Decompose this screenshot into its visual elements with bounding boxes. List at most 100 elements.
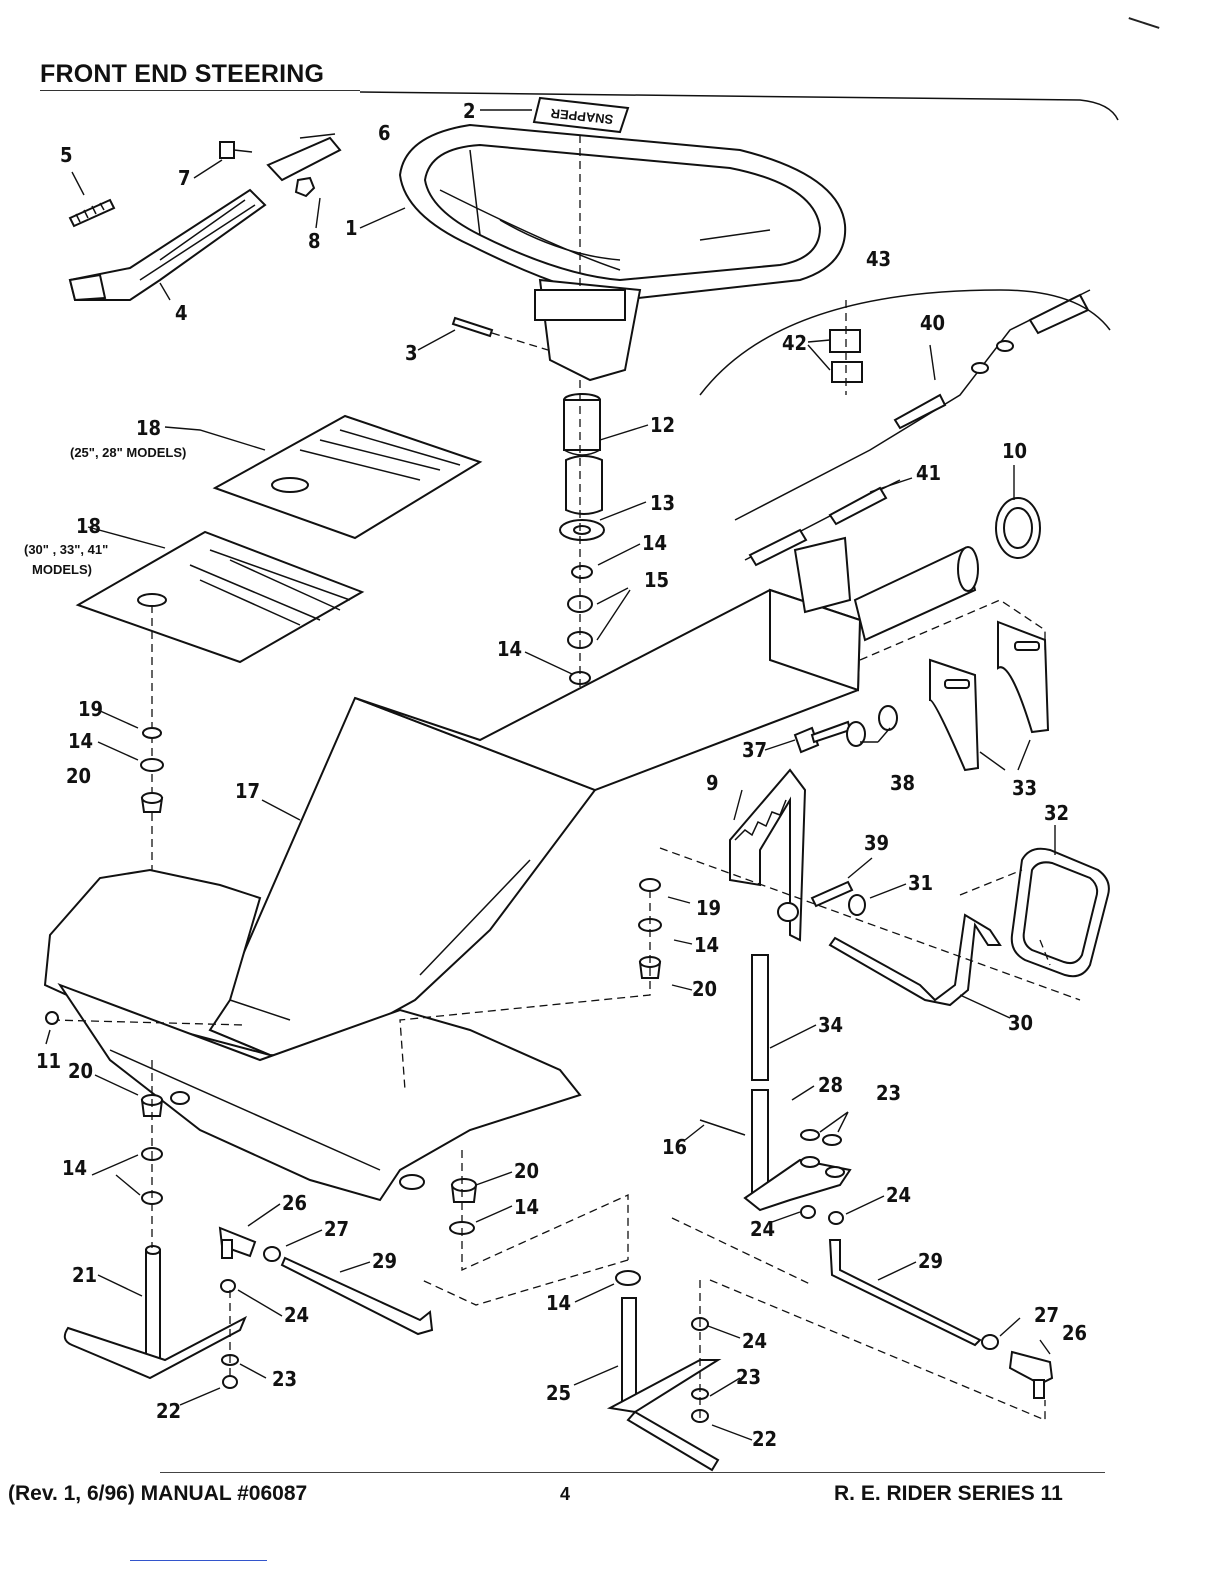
callout-11: 11 <box>36 1049 61 1073</box>
floor-mat-large <box>78 532 362 662</box>
callout-14g: 14 <box>546 1291 571 1315</box>
adjusting-plates <box>930 622 1048 770</box>
roll-pin <box>453 318 548 350</box>
callout-4: 4 <box>175 301 188 325</box>
snapper-decal: SNAPPER <box>534 98 628 132</box>
callout-24b: 24 <box>742 1329 767 1353</box>
right-nut-washers <box>692 1280 708 1422</box>
callout-38: 38 <box>890 771 915 795</box>
callout-27a: 27 <box>324 1217 349 1241</box>
nut-24-right <box>801 1206 815 1218</box>
steering-wheel <box>400 125 845 380</box>
callout-14b: 14 <box>497 637 522 661</box>
callout-26a: 26 <box>282 1191 307 1215</box>
callout-40: 40 <box>920 311 945 335</box>
cap-screw-39 <box>812 882 852 906</box>
callout-8: 8 <box>308 229 321 253</box>
floor-mat-small <box>215 416 480 538</box>
callout-22b: 22 <box>752 1427 777 1451</box>
callout-14f: 14 <box>514 1195 539 1219</box>
callout-7: 7 <box>178 166 191 190</box>
spring <box>70 200 114 226</box>
callout-24c: 24 <box>750 1217 775 1241</box>
callout-34: 34 <box>818 1013 843 1037</box>
callout-5: 5 <box>60 143 73 167</box>
callout-27b: 27 <box>1034 1303 1059 1327</box>
ball-joint-26-right <box>1010 1352 1052 1398</box>
callout-24d: 24 <box>886 1183 911 1207</box>
callout-30: 30 <box>1008 1011 1033 1035</box>
callout-28: 28 <box>818 1073 843 1097</box>
callout-6: 6 <box>378 121 391 145</box>
callout-32: 32 <box>1044 801 1069 825</box>
lock-washer-31 <box>849 895 865 915</box>
footer-series: R. E. RIDER SERIES 11 <box>834 1482 1063 1506</box>
callout-31: 31 <box>908 871 933 895</box>
steering-shaft-upper <box>564 394 600 455</box>
jam-nut-27-right <box>982 1335 998 1349</box>
axle-tube <box>855 547 978 640</box>
callout-33: 33 <box>1012 776 1037 800</box>
callout-25: 25 <box>546 1381 571 1405</box>
main-frame-pedestal <box>45 590 860 1200</box>
clamp-bracket <box>830 300 862 395</box>
note-18b-line1: (30" , 33", 41" <box>24 542 108 557</box>
callout-24a: 24 <box>284 1303 309 1327</box>
handle-grip <box>268 138 340 180</box>
callout-19b: 19 <box>696 896 721 920</box>
footer-manual-ref: (Rev. 1, 6/96) MANUAL #06087 <box>8 1482 307 1506</box>
throttle-cable <box>735 290 1090 520</box>
callout-13: 13 <box>650 491 675 515</box>
ball-joint-26-left <box>220 1228 255 1258</box>
callout-14e: 14 <box>62 1156 87 1180</box>
callout-20b: 20 <box>692 977 717 1001</box>
callout-37: 37 <box>742 738 767 762</box>
callout-15: 15 <box>644 568 669 592</box>
callout-14a: 14 <box>642 531 667 555</box>
hex-nut-small <box>296 178 314 196</box>
right-spindle <box>610 1271 718 1470</box>
callout-20c: 20 <box>68 1059 93 1083</box>
callout-29a: 29 <box>372 1249 397 1273</box>
page-number: 4 <box>560 1484 570 1505</box>
callout-23b: 23 <box>736 1365 761 1389</box>
callout-2: 2 <box>463 99 476 123</box>
center-bushings <box>450 1179 476 1234</box>
nut-24-center <box>829 1212 843 1224</box>
grease-fitting <box>46 1012 58 1024</box>
callout-14d: 14 <box>694 933 719 957</box>
callout-43: 43 <box>866 247 891 271</box>
jam-nut-27-left <box>264 1247 280 1261</box>
callout-12: 12 <box>650 413 675 437</box>
note-18a: (25", 28" MODELS) <box>70 445 186 460</box>
callout-17: 17 <box>235 779 260 803</box>
callout-29b: 29 <box>918 1249 943 1273</box>
callout-16: 16 <box>662 1135 687 1159</box>
note-18b-line2: MODELS) <box>32 562 92 577</box>
callout-10: 10 <box>1002 439 1027 463</box>
callout-26b: 26 <box>1062 1321 1087 1345</box>
callout-42: 42 <box>782 331 807 355</box>
callout-9: 9 <box>706 771 719 795</box>
hex-bolt-37 <box>795 722 850 752</box>
pedal-arm <box>830 915 1000 1005</box>
foot-pedal <box>1012 849 1109 977</box>
callout-23c: 23 <box>876 1081 901 1105</box>
rear-bracket <box>795 538 850 612</box>
callout-1: 1 <box>345 216 358 240</box>
callout-18a: 18 <box>136 416 161 440</box>
cotter-pin-16 <box>700 1120 745 1135</box>
callout-23a: 23 <box>272 1367 297 1391</box>
callout-14c: 14 <box>68 729 93 753</box>
bottom-link-underline <box>130 1560 267 1561</box>
callout-41: 41 <box>916 461 941 485</box>
spacer-bushing <box>560 520 604 540</box>
callout-21: 21 <box>72 1263 97 1287</box>
washer-38b <box>879 706 897 730</box>
footer-rule <box>160 1472 1105 1473</box>
callout-39: 39 <box>864 831 889 855</box>
shoulder-bolt <box>220 142 252 158</box>
callout-20a: 20 <box>66 764 91 788</box>
callout-22a: 22 <box>156 1399 181 1423</box>
